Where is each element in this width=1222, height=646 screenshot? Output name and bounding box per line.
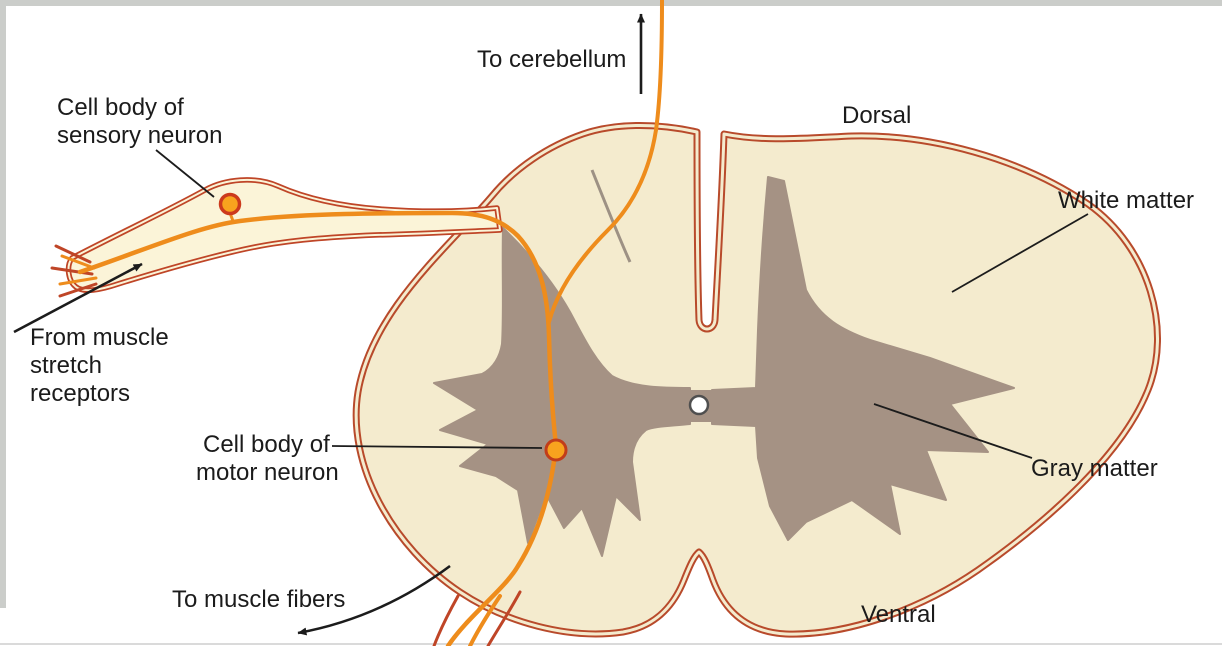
cerebellum-fiber [547, 0, 664, 324]
sensory-fiber [77, 210, 559, 449]
label-from-muscle-line2: stretch [30, 352, 102, 379]
label-to-muscle-fibers: To muscle fibers [172, 586, 345, 613]
pointer-white-matter [951, 213, 1089, 293]
left-edge-strip [0, 0, 6, 608]
label-dorsal: Dorsal [842, 102, 911, 129]
pointer-gray-matter [873, 403, 1033, 459]
central-canal [688, 394, 710, 416]
label-motor-cell-line2: motor neuron [196, 459, 339, 486]
label-white-matter: White matter [1058, 187, 1194, 214]
label-motor-cell-line1: Cell body of [203, 431, 330, 458]
motor-fiber [445, 443, 559, 646]
peripheral-nerve-tails [50, 244, 98, 298]
arrow-to-muscle-fibers [297, 564, 451, 636]
bottom-edge-line [0, 643, 1222, 645]
label-sensory-cell-line2: sensory neuron [57, 122, 222, 149]
label-from-muscle-line1: From muscle [30, 324, 169, 351]
pointer-motor-cell-body [331, 445, 543, 449]
label-from-muscle-line3: receptors [30, 380, 130, 407]
gray-matter-left-horn [433, 227, 691, 557]
pointer-sensory-cell-body [155, 149, 215, 198]
top-edge-strip [0, 0, 1222, 6]
label-to-cerebellum: To cerebellum [477, 46, 626, 73]
ventral-root-bundle [432, 590, 522, 646]
sensory-neuron-cell-body [218, 192, 242, 216]
label-gray-matter: Gray matter [1031, 455, 1158, 482]
spinal-cord-outline-inner [354, 124, 1159, 636]
label-ventral: Ventral [861, 601, 936, 628]
dorsal-root-ganglion-inner-outline [67, 178, 501, 292]
label-sensory-cell-line1: Cell body of [57, 94, 184, 121]
arrow-from-stretch-receptors [13, 262, 143, 334]
motor-neuron-cell-body [544, 438, 568, 462]
gray-matter-right-horn [711, 176, 1015, 541]
